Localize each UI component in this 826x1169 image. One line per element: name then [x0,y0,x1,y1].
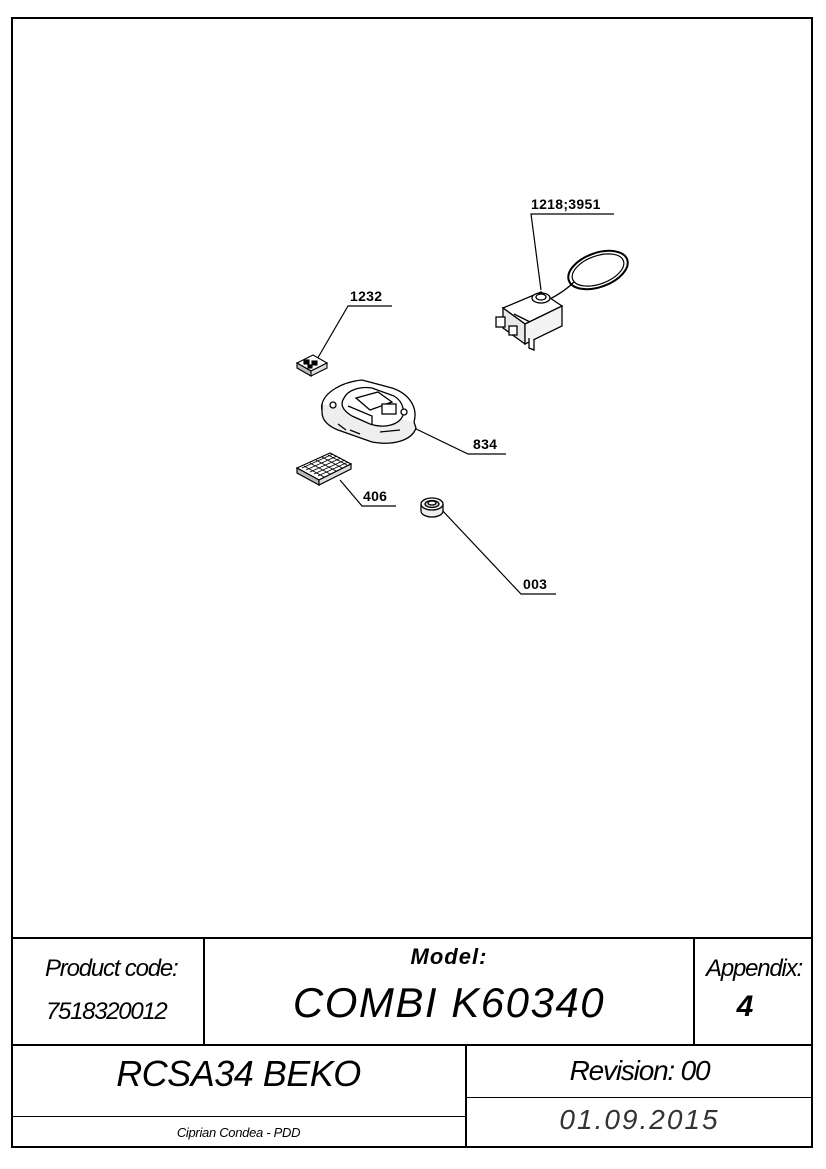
title-block-author-border [11,1116,466,1117]
title-block-top-border [11,937,813,939]
part-valve-icon [495,249,629,351]
callout-406: 406 [363,488,388,504]
leader-line-406 [339,479,396,507]
model-label: Model: [410,944,488,969]
part-lamp-housing-icon [320,379,417,444]
title-block-divider-1 [203,937,205,1045]
appendix-label: Appendix: [706,955,803,982]
leader-line-1218 [530,213,614,291]
product-code-label: Product code: [45,955,179,982]
part-ring-icon [420,497,444,518]
revision: Revision: 00 [569,1055,711,1086]
leader-line-1232 [315,305,392,362]
part-grille-icon [295,452,353,487]
drawing-frame [11,17,813,1148]
date: 01.09.2015 [559,1104,720,1135]
title-block-date-border [466,1097,813,1098]
callout-1218-3951: 1218;3951 [531,196,601,212]
appendix-value: 4 [736,990,754,1023]
callout-003: 003 [523,576,548,592]
product-code-value: 7518320012 [46,998,168,1025]
leader-lines [315,213,614,595]
model-value: COMBI K60340 [292,979,606,1026]
title-block-mid-border [11,1044,813,1046]
title-block-divider-3 [465,1044,467,1148]
leader-line-003 [439,507,556,595]
callout-834: 834 [473,436,498,452]
leader-line-834 [411,426,506,455]
author: Ciprian Condea - PDD [176,1125,301,1140]
product-name: RCSA34 BEKO [116,1053,361,1094]
callout-1232: 1232 [350,288,383,304]
title-block-divider-2 [693,937,695,1045]
part-chip-icon [295,354,329,377]
